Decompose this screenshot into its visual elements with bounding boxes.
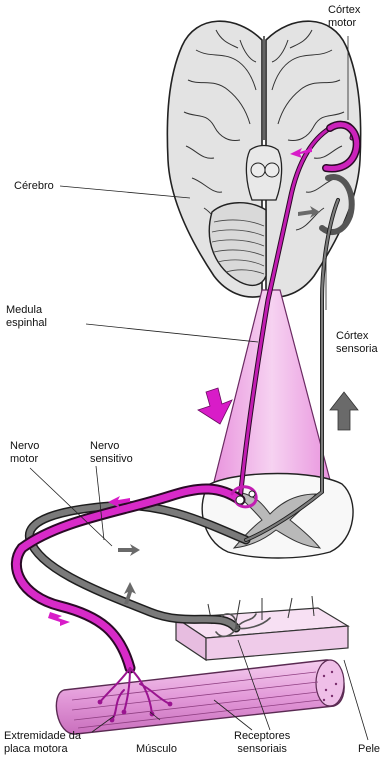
label-medula-line2: espinhal (6, 317, 47, 330)
label-cortex-sensoria-line2: sensoria (336, 343, 378, 356)
label-nervo-sensitivo-line1: Nervo (90, 440, 133, 453)
label-medula-espinhal: Medula espinhal (6, 304, 47, 330)
spinal-cord-section (202, 474, 353, 559)
pons-bump-left (251, 163, 265, 177)
spinal-cord-tract (214, 290, 330, 482)
label-extremidade-line2: placa motora (4, 743, 81, 756)
sensory-arrow-up (330, 392, 358, 430)
brain (167, 21, 360, 297)
label-cortex-sensoria: Córtex sensoria (336, 330, 378, 356)
label-receptores-line1: Receptores (234, 730, 290, 743)
label-extremidade-placa-motora: Extremidade da placa motora (4, 730, 81, 756)
skin-block (176, 596, 348, 660)
label-cortex-motor-line2: motor (328, 17, 360, 30)
motor-arrow-down (198, 388, 232, 424)
label-musculo: Músculo (136, 743, 177, 756)
label-extremidade-line1: Extremidade da (4, 730, 81, 743)
label-pele: Pele (358, 743, 380, 756)
label-cortex-motor-line1: Córtex (328, 4, 360, 17)
pons-bump-right (265, 163, 279, 177)
motor-arrow-lower (48, 612, 70, 626)
label-cerebro: Cérebro (14, 180, 54, 193)
label-nervo-motor: Nervo motor (10, 440, 39, 466)
label-nervo-motor-line2: motor (10, 453, 39, 466)
sensory-arrow-nerve (118, 544, 140, 556)
label-receptores-sensoriais: Receptores sensoriais (234, 730, 290, 756)
label-cortex-sensoria-line1: Córtex (336, 330, 378, 343)
label-nervo-sensitivo: Nervo sensitivo (90, 440, 133, 466)
muscle (56, 660, 344, 734)
label-nervo-sensitivo-line2: sensitivo (90, 453, 133, 466)
label-medula-line1: Medula (6, 304, 47, 317)
label-cortex-motor: Córtex motor (328, 4, 360, 30)
label-nervo-motor-line1: Nervo (10, 440, 39, 453)
label-receptores-line2: sensoriais (234, 743, 290, 756)
